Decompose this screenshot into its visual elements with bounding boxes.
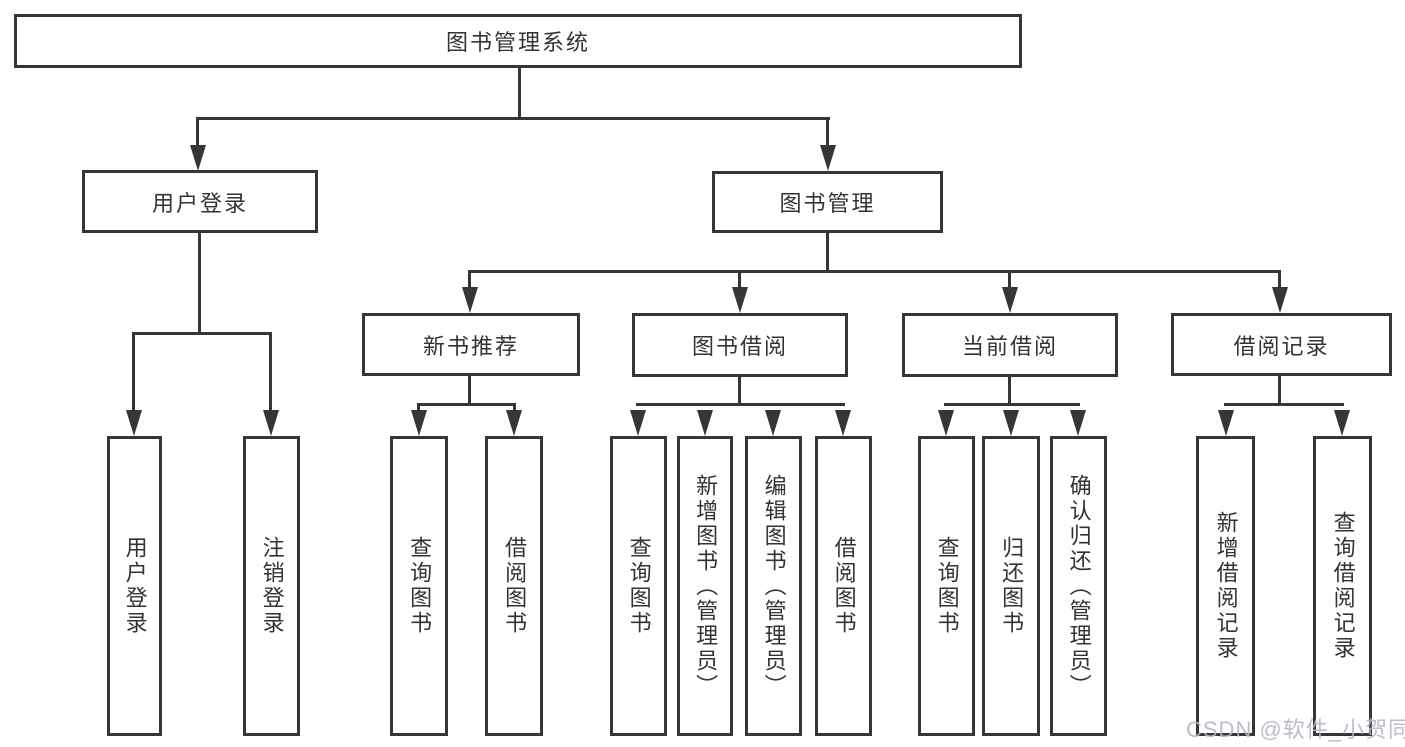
connector-user-login-crossbar — [132, 332, 272, 335]
connector-new-book-recommend-crossbar — [417, 403, 516, 406]
node-library-management-system: 图书管理系统 — [14, 14, 1022, 68]
leaf-label: 借阅图书 — [831, 536, 857, 636]
arrowhead-book-borrow — [732, 287, 748, 313]
arrowhead-borrow-book — [835, 410, 851, 436]
leaf-label: 查询图书 — [626, 536, 652, 636]
leaf-confirm-return-admin: 确认归还（管理员） — [1050, 436, 1107, 736]
connector-shaft-leaf-user-login — [132, 333, 135, 413]
connector-shaft-b1 — [417, 404, 420, 413]
node-label: 图书管理系统 — [445, 30, 590, 55]
arrowhead-confirm-return-admin — [1070, 410, 1086, 436]
leaf-label: 查询借阅记录 — [1330, 511, 1356, 661]
connector-borrow-record-trunk — [1278, 376, 1281, 406]
arrowhead-query-borrow-record — [1334, 410, 1350, 436]
node-new-book-recommend: 新书推荐 — [362, 313, 580, 376]
connector-shaft-book-borrow — [738, 271, 741, 290]
connector-root-crossbar — [196, 117, 830, 120]
arrowhead-query-book-current — [938, 410, 954, 436]
leaf-borrow-book: 借阅图书 — [815, 436, 872, 736]
node-book-management: 图书管理 — [712, 171, 943, 233]
arrowhead-current-borrow — [1002, 287, 1018, 313]
arrowhead-borrow-record — [1272, 287, 1288, 313]
arrowhead-query-book-borrow — [630, 410, 646, 436]
leaf-label: 归还图书 — [999, 536, 1025, 636]
connector-new-book-recommend-trunk — [468, 376, 471, 406]
connector-book-management-trunk — [826, 233, 829, 273]
leaf-edit-book-admin: 编辑图书（管理员） — [745, 436, 802, 736]
connector-shaft-b2 — [513, 404, 516, 413]
node-book-borrow: 图书借阅 — [632, 313, 848, 377]
connector-shaft-new-book-recommend — [468, 271, 471, 290]
arrowhead-add-borrow-record — [1218, 410, 1234, 436]
connector-shaft-borrow-record — [1278, 271, 1281, 290]
leaf-query-book-borrow: 查询图书 — [610, 436, 667, 736]
node-label: 图书管理 — [779, 191, 876, 216]
connector-current-borrow-trunk — [1008, 377, 1011, 406]
leaf-logout: 注销登录 — [243, 436, 300, 736]
node-current-borrow: 当前借阅 — [902, 313, 1118, 377]
node-label: 当前借阅 — [961, 334, 1058, 359]
leaf-label: 用户登录 — [122, 536, 148, 636]
connector-book-borrow-crossbar — [636, 403, 845, 406]
leaf-label: 查询图书 — [934, 536, 960, 636]
node-label: 用户登录 — [151, 190, 248, 216]
leaf-user-login: 用户登录 — [107, 436, 162, 736]
connector-current-borrow-crossbar — [944, 403, 1080, 406]
csdn-watermark: CSDN @软件_小贺同学 — [1186, 717, 1405, 742]
arrowhead-new-book-recommend — [462, 287, 478, 313]
connector-root-trunk — [518, 68, 521, 120]
arrowhead-return-book — [1003, 410, 1019, 436]
node-borrow-record: 借阅记录 — [1171, 313, 1392, 376]
node-label: 借阅记录 — [1233, 333, 1330, 359]
arrowhead-query-book-recommend — [411, 410, 427, 436]
leaf-borrow-book-recommend: 借阅图书 — [485, 436, 543, 736]
leaf-add-book-admin: 新增图书（管理员） — [677, 436, 733, 736]
arrowhead-user-login — [190, 145, 206, 171]
connector-book-management-crossbar — [468, 270, 1281, 273]
arrowhead-leaf-user-login — [126, 410, 142, 436]
connector-shaft-current-borrow — [1008, 271, 1011, 290]
arrowhead-borrow-book-recommend — [506, 410, 522, 436]
connector-book-borrow-trunk — [738, 377, 741, 406]
leaf-label: 注销登录 — [259, 536, 285, 636]
leaf-label: 查询图书 — [407, 536, 433, 636]
connector-user-login-trunk — [198, 233, 201, 335]
node-user-login: 用户登录 — [82, 170, 318, 233]
arrowhead-edit-book-admin — [765, 410, 781, 436]
connector-borrow-record-crossbar — [1224, 403, 1344, 406]
arrowhead-add-book-admin — [697, 410, 713, 436]
leaf-label: 编辑图书（管理员） — [761, 473, 787, 699]
leaf-label: 新增图书（管理员） — [693, 473, 719, 699]
leaf-query-borrow-record: 查询借阅记录 — [1313, 436, 1372, 736]
leaf-query-book-recommend: 查询图书 — [390, 436, 448, 736]
leaf-label: 新增借阅记录 — [1213, 511, 1239, 661]
node-label: 图书借阅 — [691, 334, 788, 359]
connector-shaft-book-management — [826, 118, 829, 150]
connector-shaft-leaf-logout — [269, 333, 272, 413]
leaf-query-book-current: 查询图书 — [918, 436, 975, 736]
arrowhead-leaf-logout — [263, 410, 279, 436]
leaf-return-book: 归还图书 — [982, 436, 1040, 736]
arrowhead-book-management — [820, 145, 836, 171]
leaf-add-borrow-record: 新增借阅记录 — [1196, 436, 1255, 736]
connector-shaft-user-login — [196, 118, 199, 150]
node-label: 新书推荐 — [422, 333, 519, 359]
leaf-label: 借阅图书 — [502, 536, 528, 636]
leaf-label: 确认归还（管理员） — [1066, 473, 1092, 699]
